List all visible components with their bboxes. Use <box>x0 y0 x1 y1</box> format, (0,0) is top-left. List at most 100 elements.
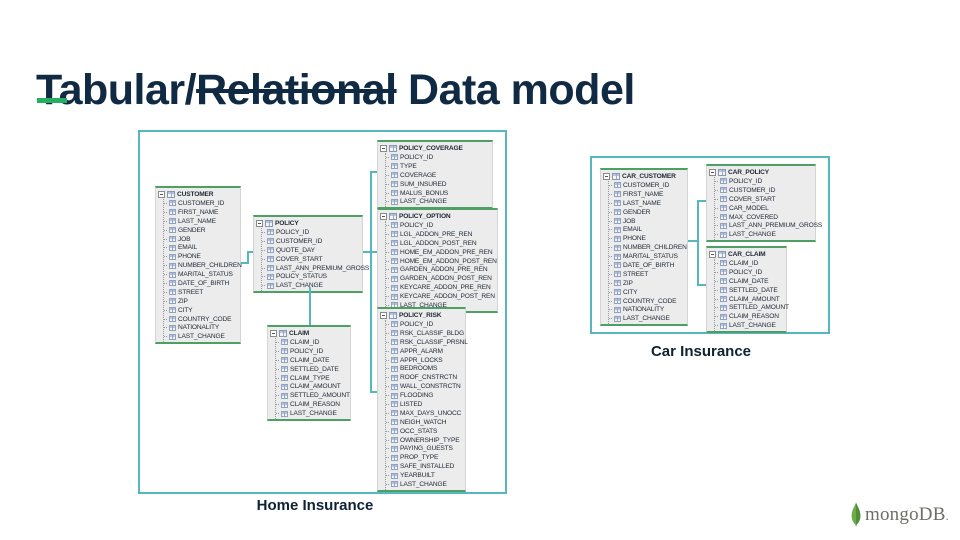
field-name: CITY <box>178 306 193 314</box>
table-field-row: CLAIM_AMOUNT <box>276 382 350 391</box>
collapse-icon[interactable] <box>709 250 716 258</box>
table-field-row: NEIGH_WATCH <box>386 418 465 427</box>
table-field-row: LAST_NAME <box>164 217 240 226</box>
table-field-row: NATIONALITY <box>164 323 240 332</box>
table-name: CUSTOMER <box>177 190 214 198</box>
field-name: CUSTOMER_ID <box>178 199 225 207</box>
column-icon <box>391 293 398 300</box>
column-icon <box>267 247 274 254</box>
column-icon <box>169 200 176 207</box>
field-name: COUNTRY_CODE <box>623 297 677 305</box>
field-name: GENDER <box>178 226 206 234</box>
table-field-row: STREET <box>609 270 687 279</box>
table-field-row: CUSTOMER_ID <box>609 181 687 190</box>
table-name: POLICY_COVERAGE <box>399 144 463 152</box>
table-field-row: CLAIM_ID <box>276 338 350 347</box>
table-field-row: JOB <box>164 235 240 244</box>
table-field-row: ZIP <box>164 297 240 306</box>
column-icon <box>614 200 621 207</box>
table-field-row: COUNTRY_CODE <box>164 315 240 324</box>
column-icon <box>614 280 621 287</box>
table-field-row: POLICY_ID <box>715 177 815 186</box>
table-field-row: CITY <box>609 288 687 297</box>
table-field-row: OCC_STATS <box>386 427 465 436</box>
table-field-row: RSK_CLASSIF_BLDG <box>386 329 465 338</box>
table-header: CUSTOMER <box>156 188 240 199</box>
column-icon <box>267 238 274 245</box>
field-name: CLAIM_REASON <box>290 401 340 409</box>
column-icon <box>169 262 176 269</box>
collapse-icon[interactable] <box>380 311 387 319</box>
table-field-row: CLAIM_DATE <box>276 356 350 365</box>
field-name: NUMBER_CHILDREN <box>623 244 687 252</box>
table-field-row: LAST_CHANGE <box>262 281 362 290</box>
column-icon <box>720 313 727 320</box>
field-name: YEARBUILT <box>400 472 435 480</box>
column-icon <box>614 226 621 233</box>
field-name: CLAIM_TYPE <box>290 374 330 382</box>
column-icon <box>391 330 398 337</box>
column-icon <box>281 401 288 408</box>
field-name: QUOTE_DAY <box>276 246 315 254</box>
connector-line <box>247 251 253 253</box>
field-name: CLAIM_AMOUNT <box>729 295 780 303</box>
table-field-row: ROOF_CNSTRCTN <box>386 373 465 382</box>
field-name: POLICY_ID <box>400 221 434 229</box>
table-field-row: POLICY_ID <box>386 221 497 230</box>
table-field-row: QUOTE_DAY <box>262 246 362 255</box>
table-field-row: LAST_CHANGE <box>386 197 492 206</box>
title-accent-dash <box>37 98 67 103</box>
field-name: SETTLED_AMOUNT <box>290 392 350 400</box>
table-field-row: EMAIL <box>609 225 687 234</box>
field-name: OWNERSHIP_TYPE <box>400 436 460 444</box>
collapse-icon[interactable] <box>270 329 277 337</box>
column-icon <box>720 222 727 229</box>
column-icon <box>614 262 621 269</box>
table-icon <box>718 250 726 258</box>
table-name: CLAIM <box>289 329 310 337</box>
table-field-row: POLICY_ID <box>386 320 465 329</box>
table-icon <box>279 329 287 337</box>
table-field-row: LGL_ADDON_POST_REN <box>386 239 497 248</box>
table-field-row: POLICY_ID <box>715 268 786 277</box>
field-name: SUM_INSURED <box>400 180 447 188</box>
mongodb-logo: mongoDB . <box>850 502 949 527</box>
field-name: PROP_TYPE <box>400 454 439 462</box>
column-icon <box>169 307 176 314</box>
field-name: NATIONALITY <box>178 324 220 332</box>
mongodb-logo-text: mongoDB <box>865 503 946 525</box>
field-name: DATE_OF_BIRTH <box>623 261 675 269</box>
table-field-row: FIRST_NAME <box>164 208 240 217</box>
field-name: POLICY_ID <box>400 320 434 328</box>
column-icon <box>281 410 288 417</box>
collapse-icon[interactable] <box>256 219 263 227</box>
field-name: ZIP <box>178 297 188 305</box>
column-icon <box>281 375 288 381</box>
table-header: CAR_CLAIM <box>707 248 786 259</box>
field-name: COVERAGE <box>400 171 437 179</box>
table-field-row: LAST_ANN_PREMIUM_GROSS <box>262 264 369 273</box>
field-name: SETTLED_DATE <box>729 286 778 294</box>
field-name: RSK_CLASSIF_BLDG <box>400 329 464 337</box>
car-insurance-label: Car Insurance <box>650 343 752 360</box>
table-field-row: PHONE <box>609 234 687 243</box>
table-header: CAR_POLICY <box>707 166 815 177</box>
collapse-icon[interactable] <box>709 168 716 176</box>
field-name: LAST_ANN_PREMIUM_GROSS <box>276 264 370 272</box>
field-name: RSK_CLASSIF_PRSNL <box>400 338 468 346</box>
table-field-row: OWNERSHIP_TYPE <box>386 436 465 445</box>
table-field-row: HOME_EM_ADDON_PRE_REN <box>386 248 497 257</box>
table-field-row: KEYCARE_ADDON_POST_REN <box>386 292 497 301</box>
collapse-icon[interactable] <box>380 212 387 220</box>
table-field-row: EMAIL <box>164 243 240 252</box>
collapse-icon[interactable] <box>158 190 165 198</box>
collapse-icon[interactable] <box>603 172 610 180</box>
collapse-icon[interactable] <box>380 144 387 152</box>
field-name: LAST_CHANGE <box>729 231 776 239</box>
field-name: LAST_CHANGE <box>178 333 225 341</box>
